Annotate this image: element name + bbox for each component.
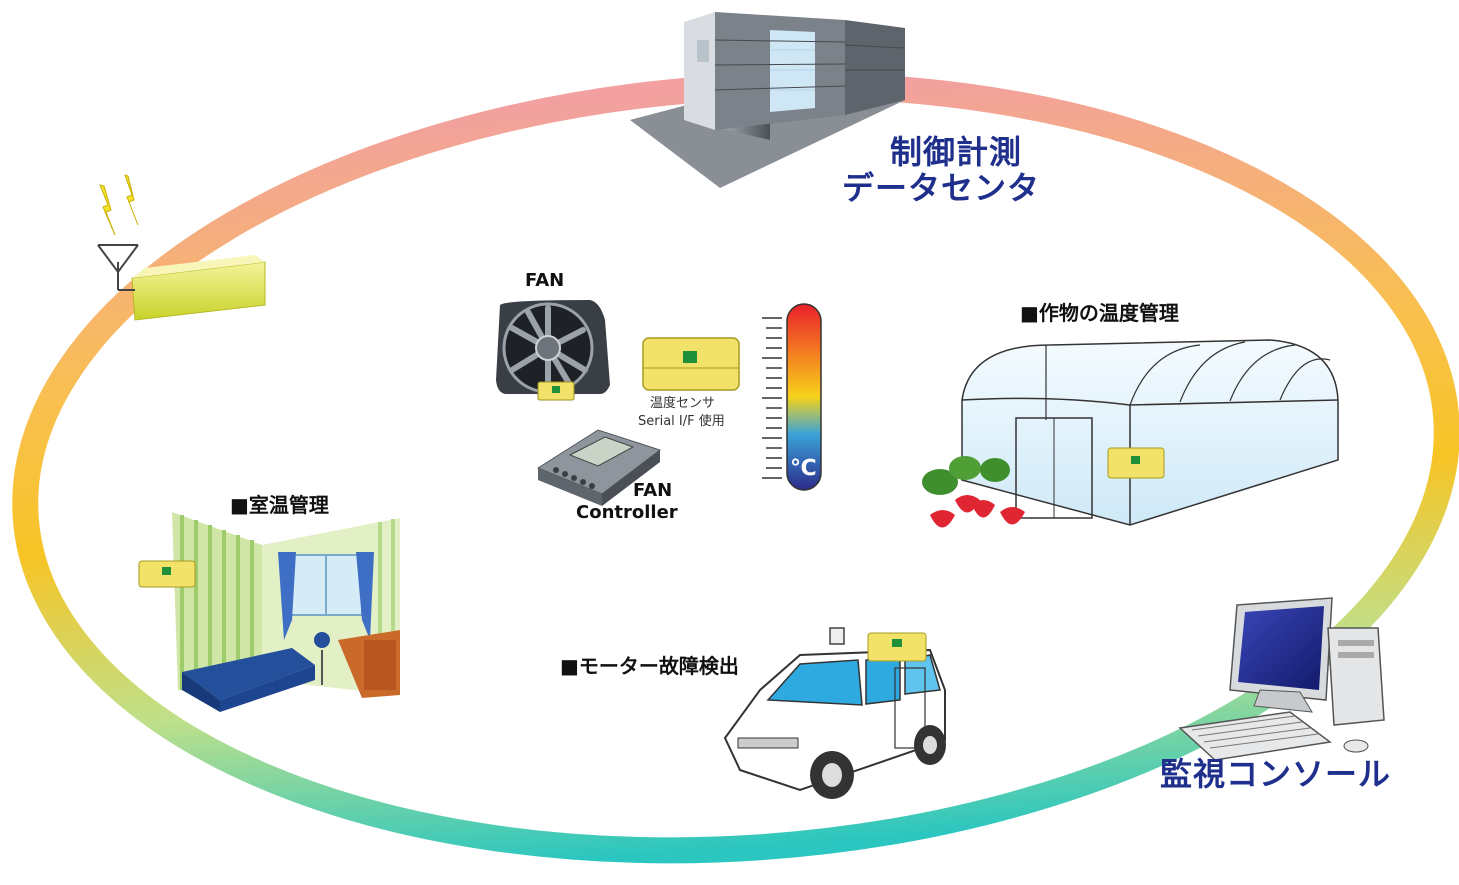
gateway-icon [97, 244, 266, 321]
sensor-label-line1: 温度センサ [650, 396, 716, 411]
datacenter-title-line1: 制御計測 [890, 133, 1023, 171]
greenhouse-icon [961, 339, 1339, 526]
room-temperature-title: ■室温管理 [230, 493, 329, 517]
crop-temperature-title: ■作物の温度管理 [1020, 301, 1179, 325]
console-title: 監視コンソール [1160, 755, 1392, 793]
wireless-signal-icon [99, 174, 139, 236]
room-icon [138, 512, 400, 712]
datacenter-building-icon [630, 12, 906, 188]
fan-controller-icon [536, 429, 662, 506]
fan-controller-label-line2: Controller [576, 502, 678, 523]
thermometer-unit: ℃ [790, 456, 817, 481]
thermometer-icon [762, 303, 822, 491]
vehicle-icon [723, 627, 946, 799]
fan-icon [496, 300, 610, 401]
motor-fault-title: ■モーター故障検出 [560, 654, 739, 678]
computer-console-icon [1178, 597, 1385, 761]
temperature-sensor-icon [642, 337, 740, 391]
fan-controller-label-line1: FAN [633, 480, 673, 501]
strawberry-icon [922, 456, 1025, 528]
sensor-label-line2: Serial I/F 使用 [638, 414, 725, 429]
fan-label: FAN [525, 270, 565, 291]
datacenter-title-line2: データセンタ [842, 169, 1041, 207]
